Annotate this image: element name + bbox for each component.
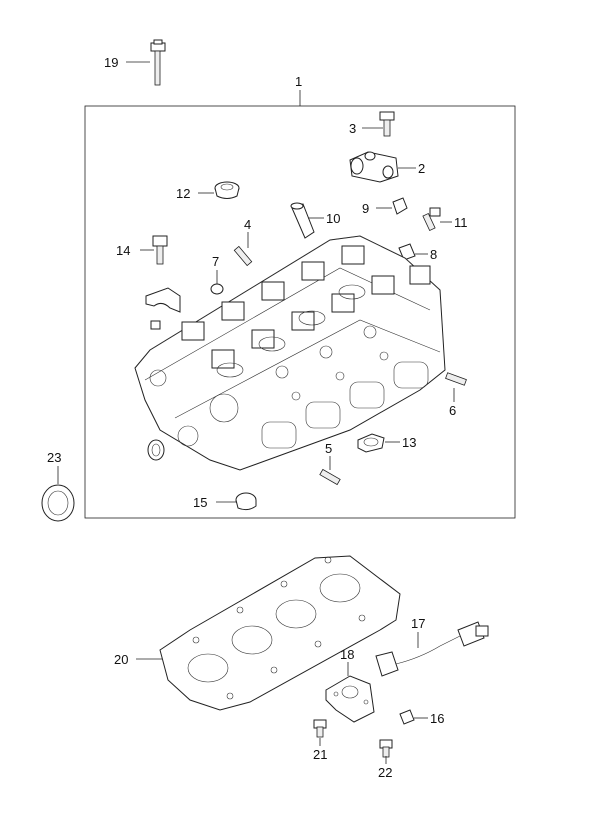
part-21-bolt[interactable]: [313, 719, 327, 738]
part-12-plug[interactable]: [214, 181, 240, 199]
part-2-outlet-fitting[interactable]: [349, 151, 399, 183]
label-20: 20: [114, 652, 128, 667]
part-7-plug[interactable]: [210, 283, 224, 295]
part-18-housing[interactable]: [325, 675, 375, 723]
part-14-bolt[interactable]: [152, 235, 168, 265]
part-16-bracket[interactable]: [399, 709, 415, 725]
label-19: 19: [104, 55, 118, 70]
part-17-sensor[interactable]: [375, 621, 489, 677]
label-11: 11: [454, 215, 468, 230]
part-9-cap[interactable]: [392, 197, 408, 215]
part-15-seal[interactable]: [235, 492, 257, 511]
label-4: 4: [244, 217, 251, 232]
part-23-oil-seal[interactable]: [41, 484, 75, 522]
part-19-bolt[interactable]: [150, 39, 166, 86]
label-16: 16: [430, 711, 444, 726]
label-23: 23: [47, 450, 61, 465]
label-6: 6: [449, 403, 456, 418]
label-15: 15: [193, 495, 207, 510]
part-10-guide-tube[interactable]: [290, 202, 315, 239]
label-22: 22: [378, 765, 392, 780]
label-1: 1: [295, 74, 302, 89]
part-3-bolt[interactable]: [379, 111, 395, 137]
label-10: 10: [326, 211, 340, 226]
part-6-stud[interactable]: [445, 372, 467, 386]
label-12: 12: [176, 186, 190, 201]
label-7: 7: [212, 254, 219, 269]
label-2: 2: [418, 161, 425, 176]
part-13-seal[interactable]: [357, 433, 385, 453]
part-5-stud[interactable]: [319, 468, 341, 486]
part-20-head-gasket[interactable]: [159, 555, 401, 711]
label-13: 13: [402, 435, 416, 450]
label-18: 18: [340, 647, 354, 662]
part-22-bolt[interactable]: [379, 739, 393, 758]
label-17: 17: [411, 616, 425, 631]
cam-cap: [145, 287, 181, 330]
front-seal: [147, 439, 165, 461]
part-1-cylinder-head[interactable]: [134, 235, 446, 471]
part-4-stud[interactable]: [233, 245, 253, 267]
label-3: 3: [349, 121, 356, 136]
label-14: 14: [116, 243, 130, 258]
part-8-cap[interactable]: [398, 243, 416, 261]
part-11-bolt[interactable]: [422, 207, 441, 232]
label-21: 21: [313, 747, 327, 762]
label-9: 9: [362, 201, 369, 216]
label-5: 5: [325, 441, 332, 456]
label-8: 8: [430, 247, 437, 262]
